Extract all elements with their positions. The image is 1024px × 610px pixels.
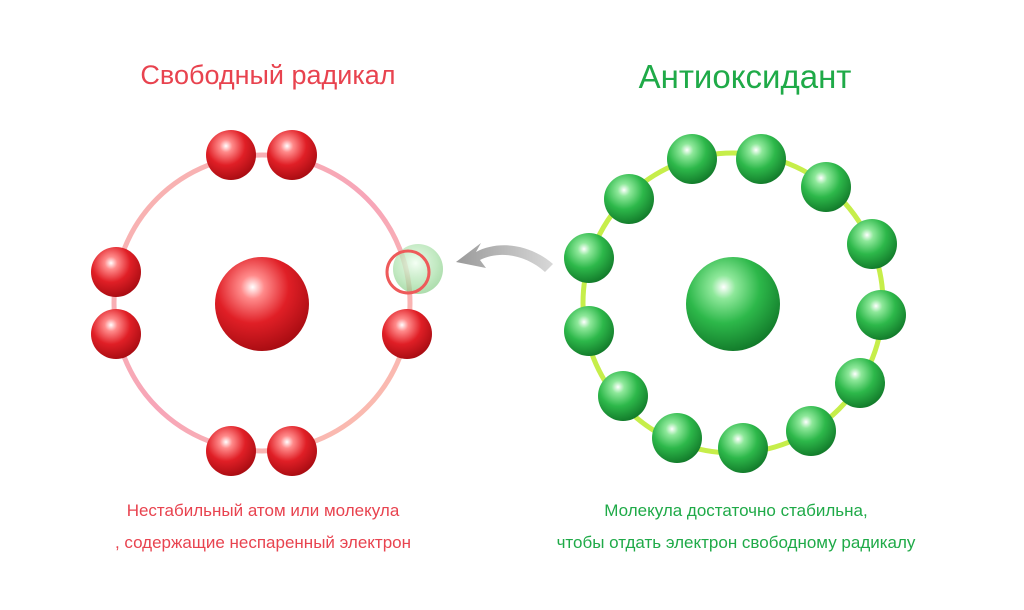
electron [564,233,614,283]
antioxidant-caption: Молекула достаточно стабильна, чтобы отд… [557,495,916,559]
electron [564,306,614,356]
transfer-arrow [456,243,553,272]
electron [786,406,836,456]
free-radical-caption-line-2: , содержащие неспаренный электрон [114,533,412,552]
electron [91,309,141,359]
free-radical-caption: Нестабильный атом или молекула , содержа… [115,495,411,559]
electron [604,174,654,224]
free-radical-caption-line-1: Нестабильный атом или молекула [126,501,400,520]
free-radical-title: Свободный радикал [140,60,396,90]
electron [267,426,317,476]
electron [801,162,851,212]
electron [652,413,702,463]
electron [598,371,648,421]
electron [267,130,317,180]
electron [667,134,717,184]
electron [206,130,256,180]
electron [718,423,768,473]
free-radical-nucleus [215,257,309,351]
unpaired-electron-marker [385,249,431,295]
antioxidant-nucleus [686,257,780,351]
antioxidant-title: Антиоксидант [638,58,852,95]
antioxidant-caption-line-1: Молекула достаточно стабильна, [604,501,868,520]
free-radical-atom [91,130,443,476]
electron [736,134,786,184]
electron [91,247,141,297]
electron [835,358,885,408]
free-radical-orbit [111,152,413,454]
electron [847,219,897,269]
antioxidant-molecule [564,134,906,473]
electron [856,290,906,340]
donated-electron [393,244,443,294]
electron [382,309,432,359]
antioxidant-caption-line-2: чтобы отдать электрон свободному радикал… [556,533,916,552]
electron [206,426,256,476]
